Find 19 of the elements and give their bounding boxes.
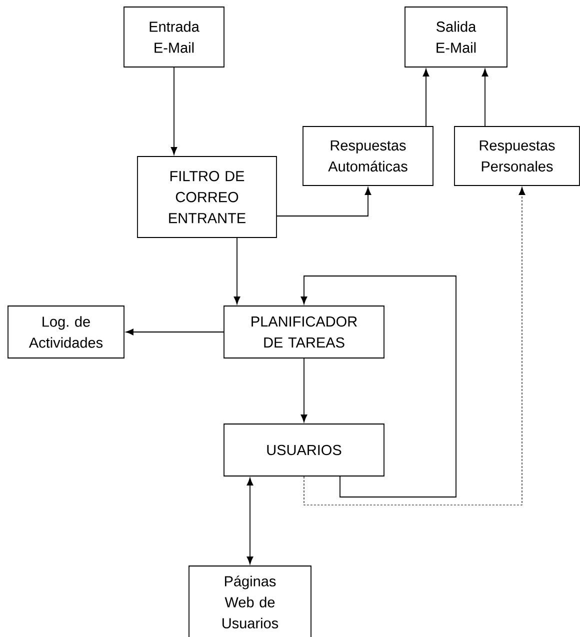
arrow	[300, 358, 308, 422]
arrow	[300, 276, 456, 498]
arrow	[276, 187, 372, 216]
arrow	[304, 186, 526, 506]
arrow	[126, 328, 224, 336]
double-arrow	[246, 478, 254, 564]
arrow	[482, 68, 488, 126]
process-box: Respuestas Automáticas	[302, 126, 434, 186]
process-box: PLANIFICADOR DE TAREAS	[224, 306, 384, 358]
process-box: Salida E-Mail	[404, 6, 508, 68]
process-box: FILTRO DE CORREO ENTRANTE	[137, 156, 277, 238]
arrow	[234, 238, 240, 304]
process-box: Páginas Web de Usuarios	[188, 566, 312, 637]
process-box: Log. de Actividades	[8, 306, 124, 358]
process-box: Entrada E-Mail	[124, 6, 224, 68]
arrow	[422, 68, 430, 126]
process-box: USUARIOS	[224, 424, 384, 476]
arrow	[170, 67, 178, 155]
process-box: Respuestas Personales	[454, 126, 580, 186]
